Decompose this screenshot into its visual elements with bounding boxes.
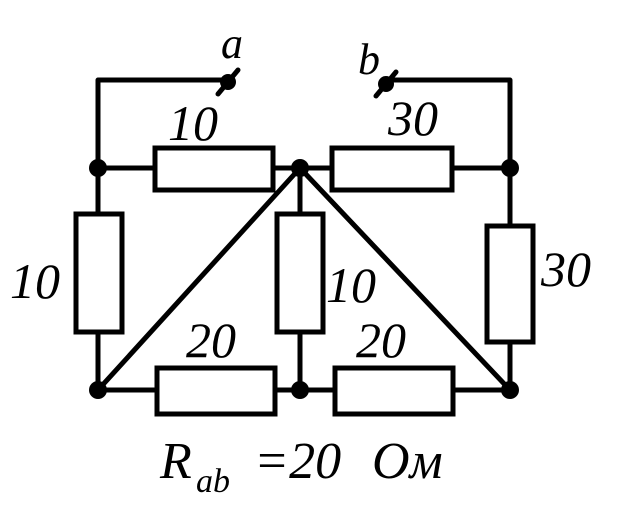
result-subscript: ab — [196, 463, 230, 500]
node-top-center — [291, 159, 309, 177]
resistor-right — [484, 223, 536, 345]
resistor-top-left-value: 10 — [168, 95, 218, 151]
resistor-bottom-right — [332, 365, 456, 417]
resistor-bottom-left — [154, 365, 278, 417]
resistor-top-right-value: 30 — [387, 90, 438, 146]
terminal-b-label: b — [358, 35, 380, 84]
wire-diagonal-right — [297, 165, 513, 393]
resistor-middle — [274, 211, 326, 335]
node-bottom-right — [501, 381, 519, 399]
terminal-a-label: a — [221, 19, 243, 68]
wire-top-left-to-terminal-a — [95, 77, 231, 171]
result-formula: R ab =20 Ом — [159, 433, 443, 500]
result-unit: Ом — [372, 433, 443, 490]
resistor-bottom-right-value: 20 — [356, 312, 406, 368]
resistor-right-value: 30 — [540, 241, 591, 297]
node-bottom-center — [291, 381, 309, 399]
result-symbol: R — [159, 433, 192, 490]
node-bottom-left — [89, 381, 107, 399]
resistor-top-left — [152, 145, 276, 193]
result-value: =20 — [254, 433, 341, 490]
resistor-middle-value: 10 — [326, 257, 376, 313]
terminal-b — [373, 69, 399, 99]
resistor-bottom-left-value: 20 — [186, 312, 236, 368]
resistor-left — [73, 211, 125, 335]
node-top-right — [501, 159, 519, 177]
terminal-a — [215, 67, 241, 97]
resistor-top-right — [329, 145, 455, 193]
resistor-left-value: 10 — [10, 253, 60, 309]
node-top-left — [89, 159, 107, 177]
wire-diagonal-left — [95, 165, 303, 393]
